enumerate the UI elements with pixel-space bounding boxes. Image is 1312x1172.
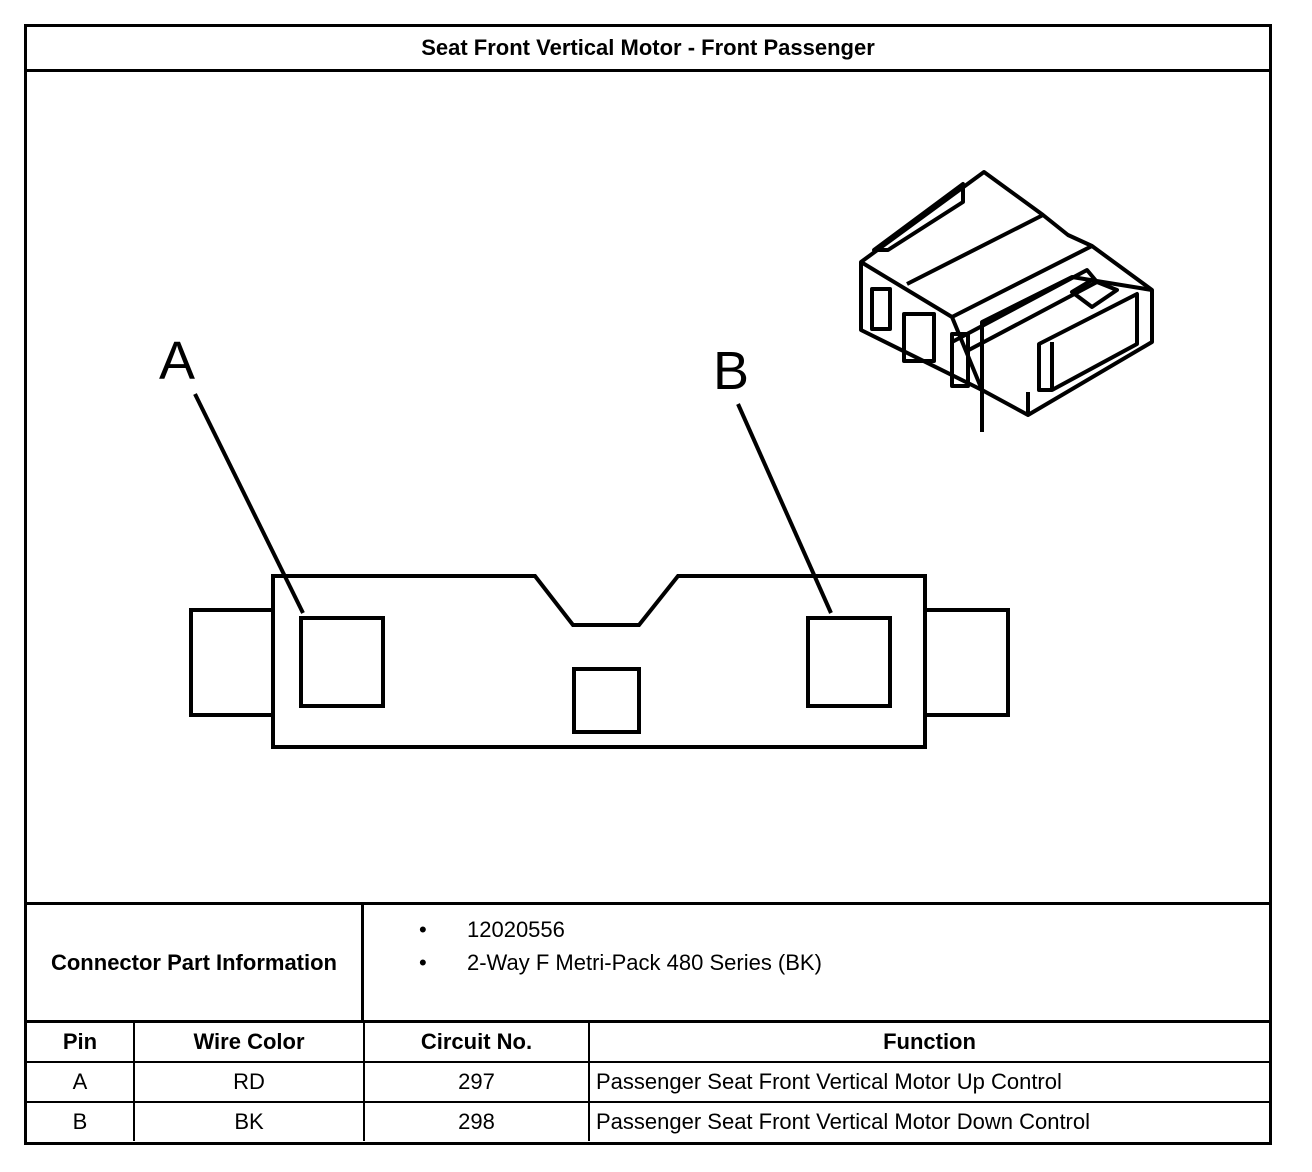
part-number-item: • 12020556 [419, 917, 565, 943]
header-circuit-no: Circuit No. [363, 1023, 590, 1063]
pin-label-b: B [713, 341, 750, 401]
part-number: 12020556 [467, 917, 565, 942]
pin-cell: B [27, 1101, 135, 1141]
connector-3d-icon [859, 170, 1154, 432]
left-tab [189, 608, 273, 717]
leader-line-b [736, 403, 833, 614]
sheet-title: Seat Front Vertical Motor - Front Passen… [27, 27, 1269, 72]
connector-part-info: Connector Part Information • 12020556 • 2-… [27, 902, 1269, 1023]
cavity-a [299, 616, 385, 708]
leader-line-a [193, 393, 305, 614]
center-key [572, 667, 641, 734]
connector-info-list: • 12020556 • 2-Way F Metri-Pack 480 Series… [364, 905, 1269, 1020]
pin-table-header: Pin Wire Color Circuit No. Function [27, 1023, 1269, 1063]
connector-diagram: A B [27, 72, 1269, 905]
header-pin: Pin [27, 1023, 135, 1063]
header-wire-color: Wire Color [133, 1023, 365, 1063]
connector-sheet: Seat Front Vertical Motor - Front Passen… [24, 24, 1272, 1145]
connector-description-item: • 2-Way F Metri-Pack 480 Series (BK) [419, 950, 822, 976]
pin-label-a: A [159, 331, 196, 391]
connector-face-drawing [189, 170, 1154, 749]
pin-table: Pin Wire Color Circuit No. Function A RD… [27, 1023, 1269, 1141]
cavity-b [806, 616, 892, 708]
bullet-icon: • [419, 950, 427, 975]
right-tab [925, 608, 1010, 717]
table-row: A RD 297 Passenger Seat Front Vertical M… [27, 1061, 1269, 1103]
function-cell: Passenger Seat Front Vertical Motor Up C… [588, 1061, 1269, 1103]
wire-color-cell: RD [133, 1061, 365, 1103]
bullet-icon: • [419, 917, 427, 942]
connector-body [271, 574, 927, 749]
circuit-no-cell: 297 [363, 1061, 590, 1103]
table-row: B BK 298 Passenger Seat Front Vertical M… [27, 1101, 1269, 1141]
header-function: Function [588, 1023, 1269, 1063]
wire-color-cell: BK [133, 1101, 365, 1141]
function-cell: Passenger Seat Front Vertical Motor Down… [588, 1101, 1269, 1141]
circuit-no-cell: 298 [363, 1101, 590, 1141]
connector-description: 2-Way F Metri-Pack 480 Series (BK) [467, 950, 822, 975]
pin-cell: A [27, 1061, 135, 1103]
connector-info-label: Connector Part Information [27, 905, 364, 1020]
